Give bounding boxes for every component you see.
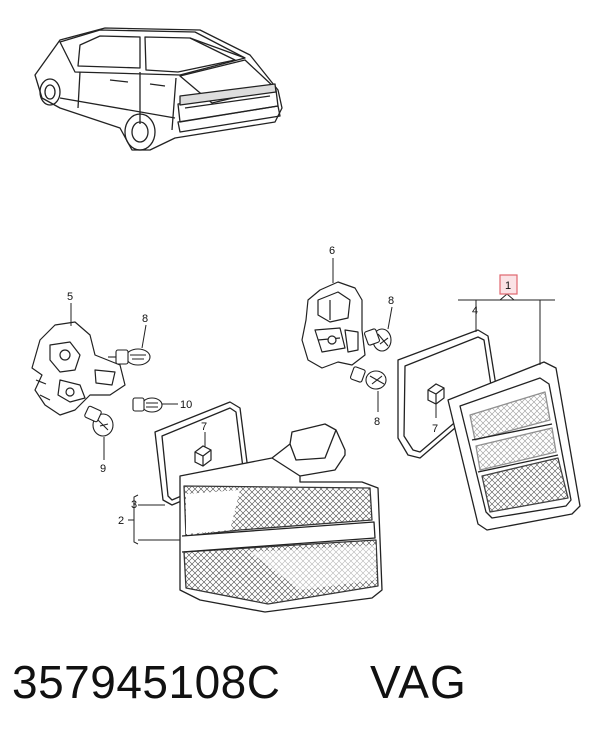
callout-8-lower-right: 8 bbox=[374, 416, 380, 428]
brand-label: VAG bbox=[370, 656, 467, 708]
callout-6: 6 bbox=[329, 245, 335, 257]
bulb-8-lower-right bbox=[349, 366, 387, 390]
callout-2: 2 bbox=[118, 515, 124, 527]
callout-8-upper-right: 8 bbox=[388, 295, 394, 307]
car-illustration bbox=[34, 27, 283, 151]
bulb-10 bbox=[132, 397, 163, 413]
part-number: 357945108C bbox=[12, 656, 281, 708]
leader-lines bbox=[70, 258, 555, 545]
bulb-holder-right bbox=[301, 281, 366, 369]
callout-7-right: 7 bbox=[432, 423, 438, 435]
nut-7-left bbox=[194, 445, 212, 467]
callout-5: 5 bbox=[67, 291, 73, 303]
bulb-9 bbox=[84, 405, 114, 437]
bulb-8-upper-right bbox=[363, 328, 392, 352]
callout-4: 4 bbox=[472, 305, 478, 317]
callout-1: 1 bbox=[505, 280, 511, 292]
bulb-8-left bbox=[108, 348, 151, 366]
callout-9: 9 bbox=[100, 463, 106, 475]
callout-7-left: 7 bbox=[201, 421, 207, 433]
tail-light-inner-right bbox=[447, 361, 581, 531]
callout-highlight bbox=[499, 274, 518, 295]
nut-7-right bbox=[427, 383, 445, 405]
bulb-holder-left bbox=[31, 321, 126, 416]
callout-10: 10 bbox=[180, 399, 192, 411]
tail-light-lens-left bbox=[179, 423, 383, 613]
exploded-parts-diagram: 1 2 3 4 5 6 7 7 8 8 8 9 10 bbox=[31, 27, 581, 613]
callout-8-left: 8 bbox=[142, 313, 148, 325]
callout-3: 3 bbox=[131, 499, 137, 511]
